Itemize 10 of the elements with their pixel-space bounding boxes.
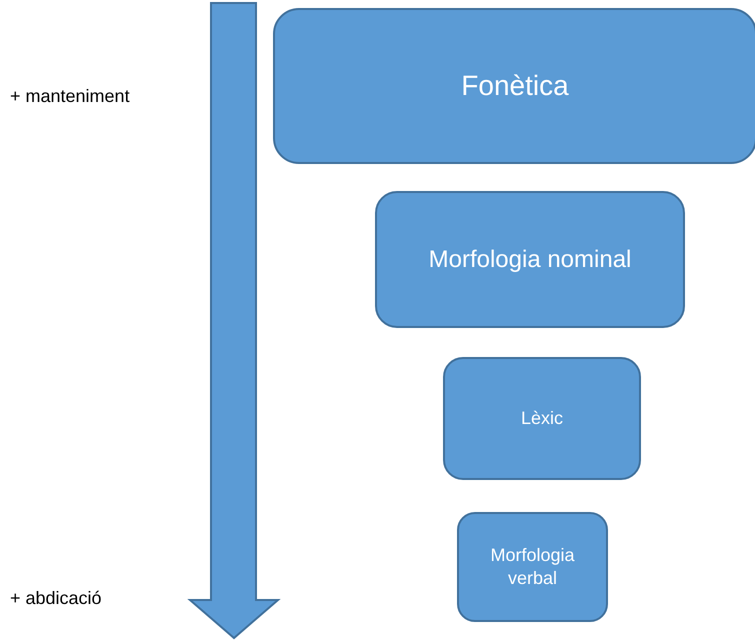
rounded-box: [443, 357, 641, 480]
box-label: Fonètica: [460, 68, 570, 103]
rounded-box: [457, 512, 608, 622]
scale-label: + abdicació: [10, 588, 102, 609]
box-label: Morfologia verbal: [489, 544, 576, 590]
box-label: Morfologia nominal: [428, 244, 632, 275]
box-label: Lèxic: [520, 406, 564, 430]
rounded-box: [273, 8, 755, 164]
rounded-box: [375, 191, 685, 328]
scale-label: + manteniment: [10, 86, 130, 107]
